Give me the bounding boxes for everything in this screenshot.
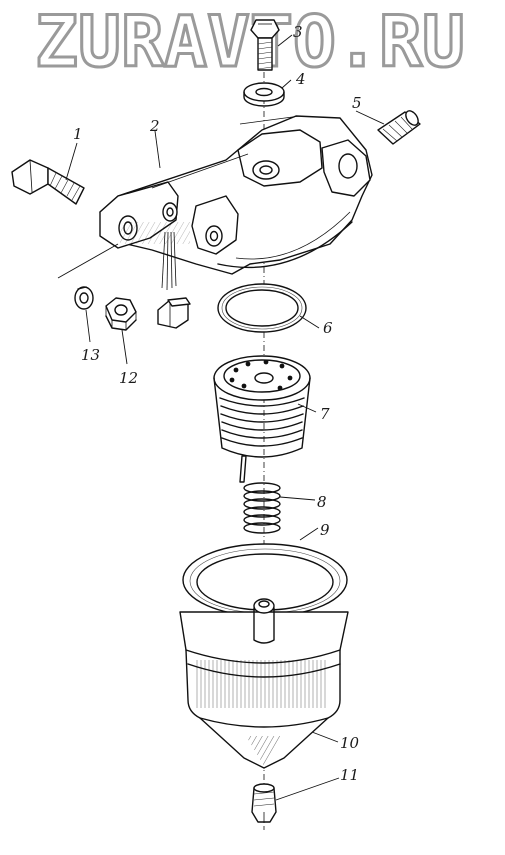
part-bleed-plug (157, 297, 191, 329)
callout-8: 8 (317, 493, 327, 511)
callout-2: 2 (149, 117, 160, 135)
leader-lines (57, 34, 385, 801)
part-6-gasket (217, 283, 307, 333)
callout-13: 13 (81, 346, 100, 364)
part-3-bolt (250, 19, 280, 71)
part-5-plug (377, 110, 421, 145)
part-4-washer (243, 82, 285, 107)
part-10-bowl (179, 598, 349, 769)
part-13-spring-washer (74, 286, 94, 310)
callout-10: 10 (340, 734, 360, 752)
part-11-drain-plug (251, 783, 277, 823)
callout-6: 6 (323, 319, 333, 337)
part-12-nut (105, 297, 137, 331)
part-7-filter-element (213, 355, 311, 483)
part-9-bowl-gasket (182, 543, 348, 617)
part-2-housing (99, 115, 373, 291)
callout-1: 1 (73, 125, 83, 143)
callout-5: 5 (352, 94, 362, 112)
watermark-text: ZURAVTO.RU (35, 1, 465, 83)
part-1-bolt (11, 159, 85, 205)
callout-12: 12 (119, 369, 138, 387)
callout-4: 4 (295, 70, 306, 88)
callout-3: 3 (293, 23, 303, 41)
callout-11: 11 (340, 766, 359, 784)
callout-7: 7 (320, 405, 330, 423)
part-8-spring (243, 482, 281, 534)
callout-labels: 1 2 3 4 5 6 7 8 9 10 11 12 13 (73, 23, 362, 784)
callout-9: 9 (320, 521, 330, 539)
